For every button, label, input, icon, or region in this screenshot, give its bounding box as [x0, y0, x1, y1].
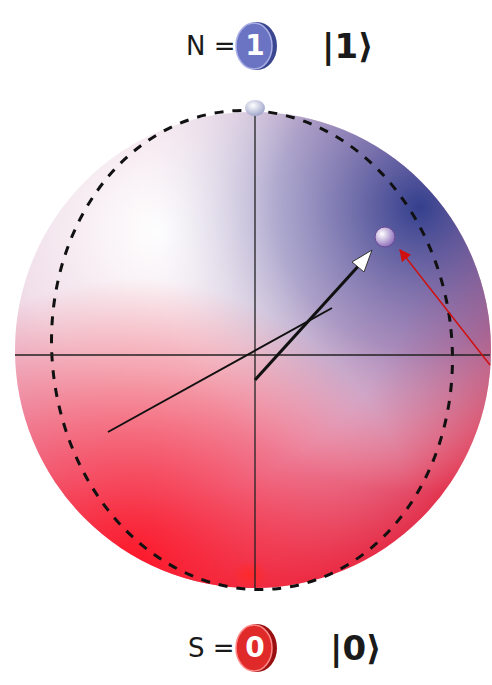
ket-label: |1⟩: [322, 29, 374, 63]
ket-label: |0⟩: [330, 631, 382, 665]
bit-coin: 0: [232, 622, 278, 674]
bit-coin: 1: [232, 20, 278, 72]
bit-digit: 0: [232, 622, 278, 674]
bit-digit: 1: [232, 20, 278, 72]
pole-label: N =: [186, 33, 236, 59]
pole-label: S =: [188, 635, 235, 661]
